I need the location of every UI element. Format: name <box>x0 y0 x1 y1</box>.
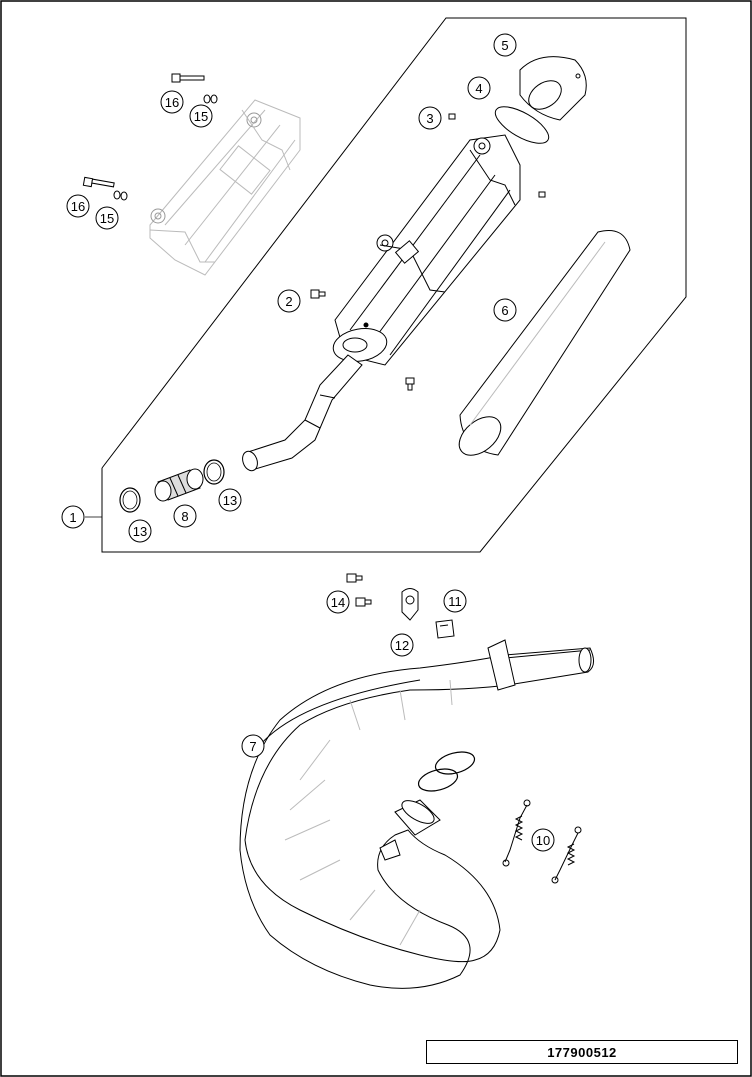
end-cap-5 <box>519 56 587 121</box>
callout-13-left: 13 <box>128 519 152 543</box>
callout-3: 3 <box>418 106 442 130</box>
callout-6: 6 <box>493 298 517 322</box>
callout-8: 8 <box>173 504 197 528</box>
callout-1-label: 1 <box>69 510 76 525</box>
silencer-sleeve-6 <box>458 230 631 456</box>
callout-11-label: 11 <box>448 594 462 609</box>
callout-11: 11 <box>443 589 467 613</box>
gasket-13-left-inner <box>122 490 138 510</box>
gasket-13-right-inner <box>206 462 222 482</box>
rivet-small <box>538 191 546 198</box>
bolt-16-left <box>82 176 115 188</box>
callout-6-label: 6 <box>501 303 508 318</box>
callout-16-left-label: 16 <box>71 199 85 214</box>
reference-number-box: 177900512 <box>426 1040 738 1064</box>
callout-12-label: 12 <box>395 638 409 653</box>
o-ring-4 <box>494 106 550 144</box>
callout-16-top-label: 16 <box>165 95 179 110</box>
washers-15-left <box>113 190 128 201</box>
bolt-16-top <box>171 73 205 83</box>
callout-8-label: 8 <box>181 509 188 524</box>
silencer-body <box>332 134 521 366</box>
callout-14-label: 14 <box>331 595 345 610</box>
spring-10-b <box>551 826 582 884</box>
callout-15-top: 15 <box>189 104 213 128</box>
callout-5-label: 5 <box>501 38 508 53</box>
clip-11 <box>435 619 455 639</box>
callout-15-left: 15 <box>95 206 119 230</box>
callout-5: 5 <box>493 33 517 57</box>
washers-15-top <box>203 94 218 104</box>
screw-14-b <box>355 597 372 607</box>
callout-1: 1 <box>61 505 85 529</box>
silencer-group-boundary <box>101 17 687 553</box>
gasket-13-right <box>203 459 225 485</box>
ghost-silencer-drawing <box>149 99 301 276</box>
screw-lower <box>405 377 415 391</box>
connecting-sleeve-8 <box>154 468 204 502</box>
silencer-inlet-pipe <box>242 354 363 472</box>
callout-3-label: 3 <box>426 111 433 126</box>
callout-7-label: 7 <box>249 739 256 754</box>
callout-15-top-label: 15 <box>194 109 208 124</box>
callout-14: 14 <box>326 590 350 614</box>
callout-15-left-label: 15 <box>100 211 114 226</box>
callout-2: 2 <box>277 289 301 313</box>
exhaust-pipe-7 <box>239 639 594 989</box>
o-ring-exhaust-1 <box>434 751 476 775</box>
screw-2 <box>310 289 326 299</box>
callout-13-right-label: 13 <box>223 493 237 508</box>
callout-7: 7 <box>241 734 265 758</box>
gasket-13-left <box>119 487 141 513</box>
callout-10: 10 <box>531 828 555 852</box>
o-ring-exhaust-2 <box>417 768 459 792</box>
reference-number: 177900512 <box>547 1044 617 1060</box>
callout-4: 4 <box>467 76 491 100</box>
screw-14-a <box>346 573 363 583</box>
spring-10-a <box>502 799 531 867</box>
callout-12: 12 <box>390 633 414 657</box>
rivet-3 <box>448 113 456 120</box>
callout-16-left: 16 <box>66 194 90 218</box>
callout-16-top: 16 <box>160 90 184 114</box>
bracket-12 <box>401 588 419 621</box>
callout-10-label: 10 <box>536 833 550 848</box>
callout-13-left-label: 13 <box>133 524 147 539</box>
callout-13-right: 13 <box>218 488 242 512</box>
callout-4-label: 4 <box>475 81 482 96</box>
callout-2-label: 2 <box>285 294 292 309</box>
